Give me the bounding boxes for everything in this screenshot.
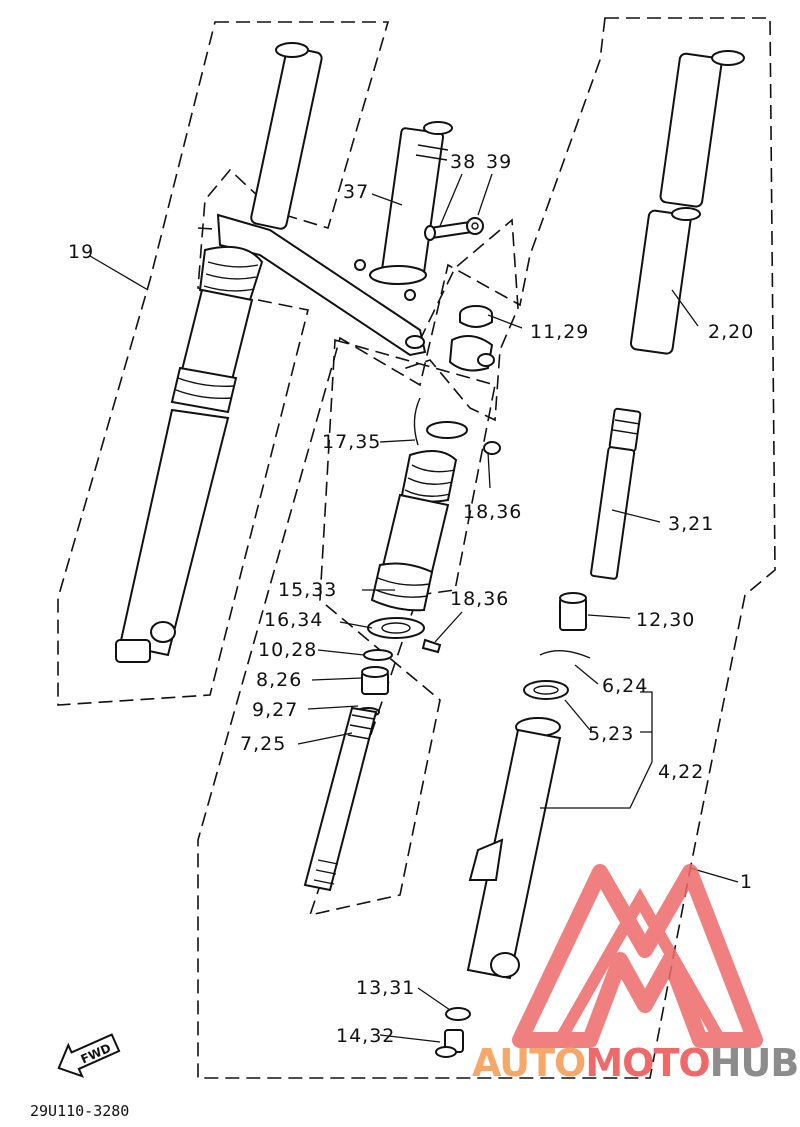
label-10-28: 10,28	[258, 639, 317, 661]
label-4-22: 4,22	[658, 761, 704, 783]
wordmark-auto: AUTO	[472, 1041, 585, 1085]
label-37: 37	[343, 181, 369, 203]
outer-tube	[466, 717, 562, 980]
steering-stem	[354, 121, 453, 301]
svg-text:AUTOMOTOHUB: AUTOMOTOHUB	[472, 1041, 798, 1085]
label-39: 39	[486, 151, 512, 173]
label-16-34: 16,34	[264, 609, 323, 631]
group-outline-right	[197, 17, 776, 1079]
label-14-32: 14,32	[336, 1025, 395, 1047]
label-3-21: 3,21	[668, 513, 714, 535]
label-7-25: 7,25	[240, 733, 286, 755]
diagram-code: 29U110-3280	[30, 1102, 129, 1120]
automotohub-logo-icon	[512, 864, 763, 1048]
label-19: 19	[68, 241, 94, 263]
label-18-36-lower: 18,36	[450, 588, 509, 610]
label-15-33: 15,33	[278, 579, 337, 601]
label-9-27: 9,27	[252, 699, 298, 721]
label-6-24: 6,24	[602, 675, 648, 697]
label-11-29: 11,29	[530, 321, 589, 343]
label-8-26: 8,26	[256, 669, 302, 691]
label-38: 38	[450, 151, 476, 173]
damper-rod	[590, 407, 642, 580]
leader-lines	[89, 173, 739, 1043]
collar-clip-seal	[523, 592, 591, 700]
label-13-31: 13,31	[356, 977, 415, 999]
label-17-35: 17,35	[322, 431, 381, 453]
drain-bolt-washer	[435, 1007, 471, 1058]
wordmark-hub: HUB	[710, 1041, 799, 1085]
label-1: 1	[740, 871, 753, 893]
label-18-36-upper: 18,36	[463, 501, 522, 523]
spring-boot-assembly	[367, 397, 501, 654]
group-outline-inner-left	[308, 338, 496, 917]
fork-assembly-left	[115, 42, 427, 663]
small-parts-stack	[303, 649, 393, 892]
cap-bolt-assembly	[448, 305, 495, 372]
bolt-and-washer	[424, 217, 484, 241]
forward-arrow-icon: FWD	[57, 1033, 121, 1078]
inner-tube-right	[629, 50, 745, 355]
automotohub-wordmark: AUTOMOTOHUB	[472, 1041, 799, 1085]
label-2-20: 2,20	[708, 321, 754, 343]
label-12-30: 12,30	[636, 609, 695, 631]
group-outline-left-fork	[57, 21, 390, 706]
label-5-23: 5,23	[588, 723, 634, 745]
wordmark-moto: MOTO	[585, 1041, 709, 1085]
